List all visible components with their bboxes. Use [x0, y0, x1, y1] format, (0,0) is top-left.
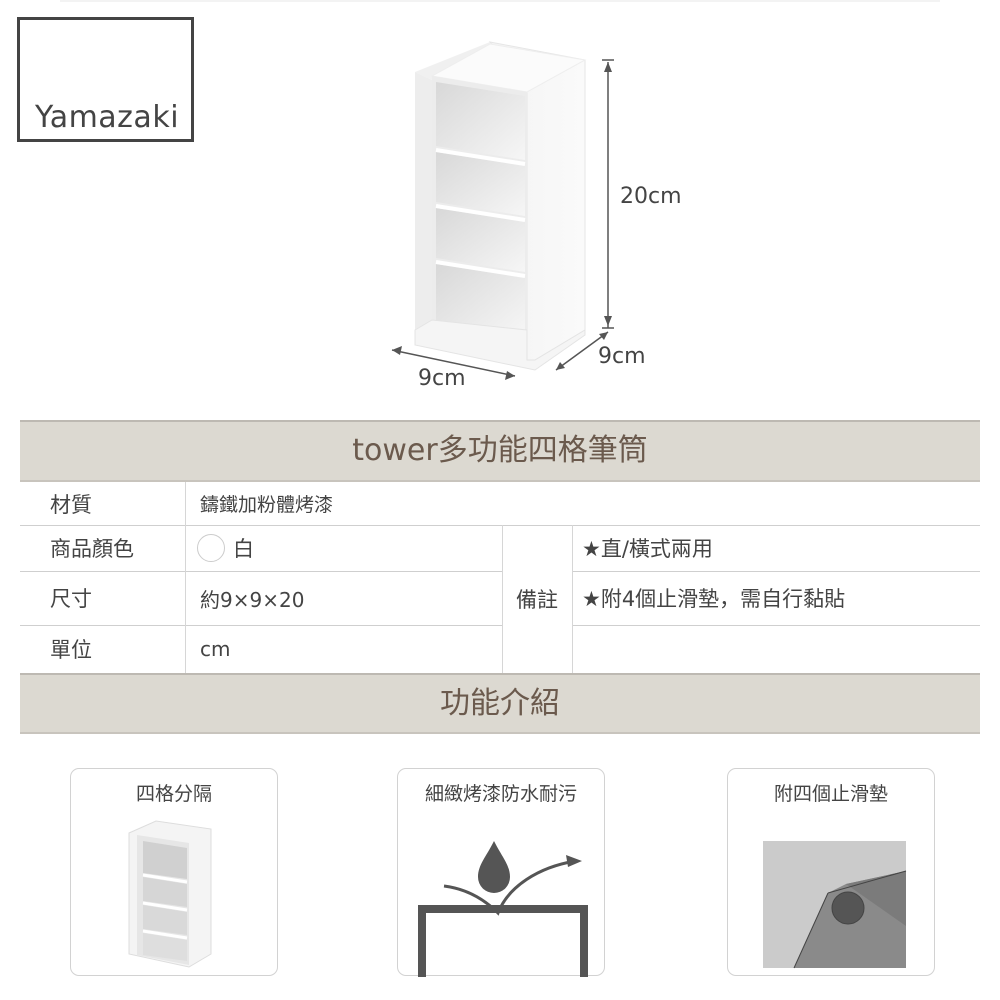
row-divider [572, 625, 980, 626]
col-divider [502, 525, 503, 673]
width-dimension-label: 9cm [418, 366, 466, 391]
size-value: 約9×9×20 [200, 587, 305, 612]
material-label: 材質 [50, 492, 92, 517]
pen-holder-illustration [391, 41, 614, 380]
anti-slip-pad-icon [763, 841, 907, 969]
top-divider [60, 0, 940, 2]
row-divider [20, 625, 502, 626]
height-dimension-label: 20cm [620, 184, 682, 209]
product-image [380, 30, 680, 400]
color-value: 白 [185, 525, 502, 571]
spec-table-title: tower多功能四格筆筒 [20, 420, 980, 482]
feature-card-four-compartments: 四格分隔 [70, 768, 278, 976]
note-item [572, 625, 980, 673]
notes-label: 備註 [516, 588, 558, 612]
size-label: 尺寸 [50, 587, 92, 611]
brand-logo-text: Yamazaki [35, 100, 180, 135]
color-value-text: 白 [233, 537, 254, 561]
feature-card-title: 附四個止滑墊 [773, 783, 888, 805]
row-divider [20, 525, 980, 526]
spec-table: 材質 鑄鐵加粉體烤漆 商品顏色 白 尺寸 約9×9×20 單位 cm 備註 ★直… [20, 482, 980, 673]
color-label: 商品顏色 [50, 537, 134, 561]
four-compartment-organizer-icon [128, 820, 212, 968]
feature-card-waterproof: 細緻烤漆防水耐污 [397, 768, 605, 977]
row-divider [572, 571, 980, 572]
features-title: 功能介紹 [20, 673, 980, 734]
unit-value: cm [200, 637, 231, 661]
feature-card-anti-slip-pads: 附四個止滑墊 [727, 768, 935, 976]
row-divider [20, 571, 502, 572]
material-value: 鑄鐵加粉體烤漆 [200, 494, 334, 516]
depth-dimension-label: 9cm [598, 344, 646, 369]
note-item: ★直/橫式兩用 [582, 537, 713, 561]
feature-card-title: 細緻烤漆防水耐污 [424, 783, 577, 805]
brand-logo: Yamazaki [17, 17, 194, 142]
col-divider [572, 525, 573, 673]
feature-card-title: 四格分隔 [135, 783, 212, 805]
water-repellent-icon [418, 841, 588, 977]
col-divider [185, 482, 186, 673]
note-item: ★附4個止滑墊，需自行黏貼 [582, 587, 846, 611]
white-color-swatch [197, 534, 225, 562]
unit-label: 單位 [50, 638, 92, 662]
